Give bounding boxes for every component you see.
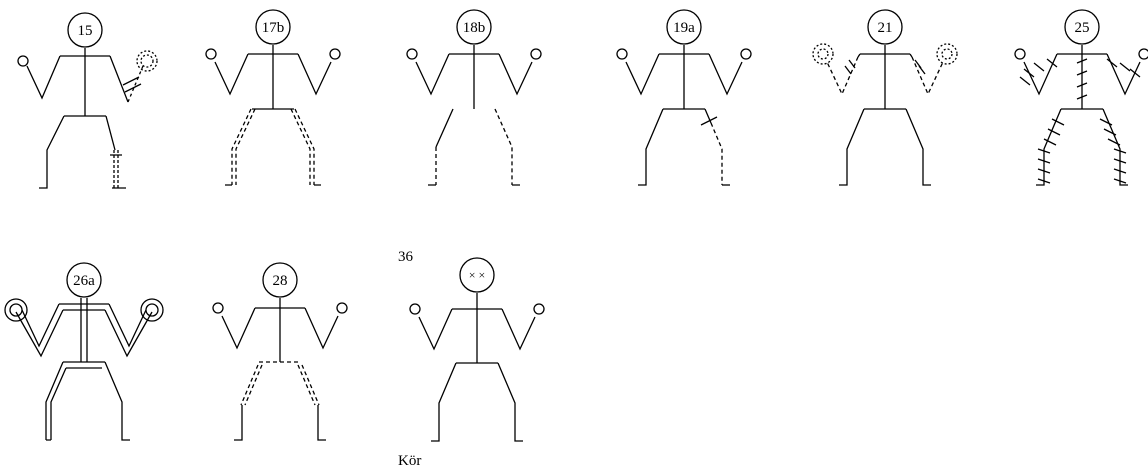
figure-head bbox=[67, 12, 103, 48]
figure-15: 15 bbox=[17, 12, 158, 189]
figure-head bbox=[66, 262, 102, 298]
figure-21: 21 bbox=[812, 9, 958, 186]
figure-19a: 19a bbox=[616, 9, 752, 186]
figure-head bbox=[666, 9, 702, 45]
figure-head bbox=[262, 262, 298, 298]
figure-head bbox=[867, 9, 903, 45]
figure-26a: 26a bbox=[4, 262, 164, 441]
figure-number-36: 36 bbox=[398, 249, 414, 265]
figure-caption-kor: Kör bbox=[398, 453, 421, 469]
figure-head bbox=[255, 9, 291, 45]
figure-number-19a: 19a bbox=[673, 20, 695, 36]
blind-eyes: × × bbox=[469, 268, 486, 282]
figure-head bbox=[1064, 9, 1100, 45]
figure-28: 28 bbox=[212, 262, 348, 441]
figure-17b: 17b bbox=[205, 9, 341, 186]
figure-number-15: 15 bbox=[78, 23, 93, 39]
figure-number-18b: 18b bbox=[463, 20, 486, 36]
figure-number-26a: 26a bbox=[73, 273, 95, 289]
figure-number-28: 28 bbox=[273, 273, 288, 289]
figure-number-17b: 17b bbox=[262, 20, 285, 36]
figure-18b: 18b bbox=[406, 9, 542, 186]
figure-36: × × 36 Kör bbox=[398, 249, 545, 469]
figure-25: 25 bbox=[1014, 9, 1148, 186]
figure-number-25: 25 bbox=[1075, 20, 1090, 36]
figure-head bbox=[456, 9, 492, 45]
figure-number-21: 21 bbox=[878, 20, 893, 36]
figure-head bbox=[459, 257, 495, 293]
